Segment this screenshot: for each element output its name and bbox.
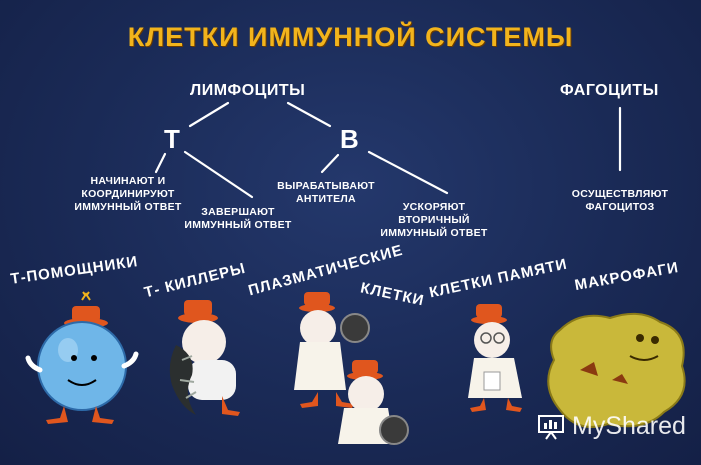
b-branch-label: B: [340, 124, 359, 154]
watermark-text: MyShared: [572, 411, 686, 440]
line-b-accelerate: [367, 150, 449, 195]
t-end-note: ЗАВЕРШАЮТ ИММУННЫЙ ОТВЕТ: [178, 206, 298, 232]
note-line: ВЫРАБАТЫВАЮТ: [277, 180, 375, 192]
note-line: КООРДИНИРУЮТ: [81, 188, 175, 200]
b-accelerate-note: УСКОРЯЮТ ВТОРИЧНЫЙ ИММУННЫЙ ОТВЕТ: [372, 201, 496, 240]
plasma-cell-figure-2: [338, 360, 409, 445]
t-helper-figure: [25, 291, 139, 424]
note-line: НАЧИНАЮТ И: [90, 175, 166, 187]
t-killer-figure: [169, 300, 240, 416]
note-line: ИММУННЫЙ ОТВЕТ: [380, 227, 488, 239]
line-t-start: [154, 152, 167, 174]
note-line: ИММУННЫЙ ОТВЕТ: [74, 201, 182, 213]
t-branch-label: T: [164, 124, 180, 154]
note-line: АНТИТЕЛА: [296, 193, 356, 205]
note-line: ФАГОЦИТОЗ: [585, 201, 655, 213]
note-line: ВТОРИЧНЫЙ: [398, 214, 470, 226]
b-antibodies-note: ВЫРАБАТЫВАЮТ АНТИТЕЛА: [276, 180, 376, 206]
note-line: ЗАВЕРШАЮТ: [201, 206, 275, 218]
line-t-end: [183, 150, 254, 199]
note-line: ОСУЩЕСТВЛЯЮТ: [571, 188, 669, 200]
line-lymph-b: [286, 101, 332, 128]
note-line: УСКОРЯЮТ: [402, 201, 466, 213]
phagocytes-label: ФАГОЦИТЫ: [560, 82, 659, 99]
page-title: КЛЕТКИ ИММУННОЙ СИСТЕМЫ: [127, 22, 574, 52]
line-b-antibodies: [320, 153, 340, 174]
phagocytosis-note: ОСУЩЕСТВЛЯЮТ ФАГОЦИТОЗ: [560, 188, 680, 214]
plasma-cell-figure-1: [294, 292, 370, 408]
presentation-board-icon: [538, 415, 564, 440]
lymphocytes-label: ЛИМФОЦИТЫ: [190, 82, 306, 99]
memory-cell-figure: [468, 304, 522, 412]
note-line: ИММУННЫЙ ОТВЕТ: [184, 219, 292, 231]
t-start-note: НАЧИНАЮТ И КООРДИНИРУЮТ ИММУННЫЙ ОТВЕТ: [68, 175, 188, 214]
watermark: MyShared: [536, 406, 696, 446]
macrophage-figure: [547, 312, 686, 428]
line-lymph-t: [188, 101, 230, 128]
